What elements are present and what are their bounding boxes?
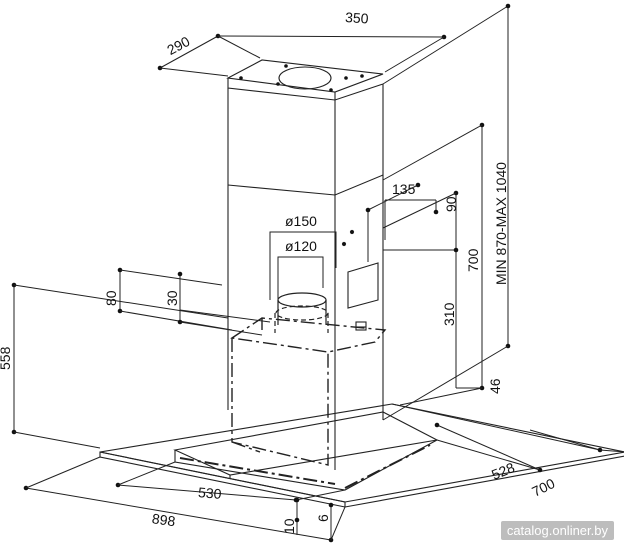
dim-label-90: 90 (443, 196, 459, 212)
motor-housing (230, 317, 387, 466)
dim-label-30: 30 (164, 290, 180, 306)
dim-label-80: 80 (103, 290, 119, 306)
duct-guides (269, 231, 337, 300)
dim-label-700-vertical: 700 (465, 248, 481, 272)
dim-135-90 (341, 182, 439, 262)
dim-label-530: 530 (198, 484, 223, 502)
dim-label-898: 898 (151, 510, 177, 529)
dim-label-290: 290 (164, 33, 192, 58)
dim-width-lines (23, 456, 346, 543)
motor-outlet (274, 292, 329, 333)
watermark: catalog.onliner.by (500, 521, 614, 540)
dim-height-lines (382, 3, 511, 421)
dim-label-150: ø150 (285, 213, 317, 229)
dim-left-lines (11, 267, 271, 449)
dim-label-6: 6 (315, 514, 331, 522)
dim-290 (157, 33, 261, 77)
dim-label-700-depth: 700 (529, 475, 557, 500)
dim-label-310: 310 (441, 302, 457, 326)
dim-label-46: 46 (487, 378, 503, 394)
dim-label-min-max: MIN 870-MAX 1040 (493, 162, 509, 285)
dim-350 (217, 34, 447, 73)
dim-label-528: 528 (489, 459, 517, 483)
dim-label-558: 558 (0, 346, 13, 370)
chimney (226, 59, 384, 470)
dim-thickness-lines (294, 497, 334, 540)
dim-label-10: 10 (281, 518, 297, 534)
canopy-tray (173, 411, 439, 491)
dim-label-120: ø120 (285, 238, 317, 254)
chimney-dots (239, 64, 364, 92)
dim-label-350: 350 (345, 9, 370, 27)
dim-label-135: 135 (392, 181, 416, 197)
dim-depth-lines (391, 403, 624, 473)
